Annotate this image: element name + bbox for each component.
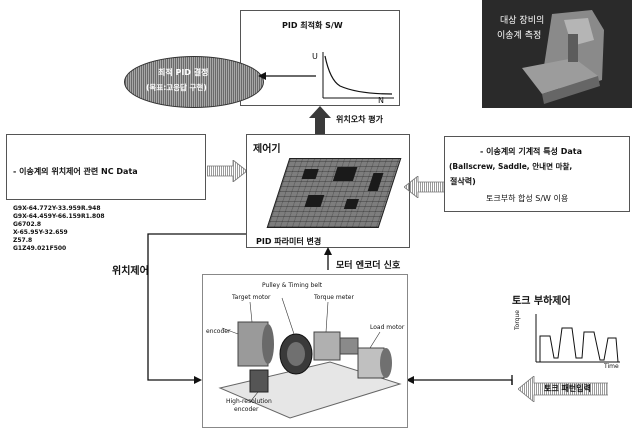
pulley-label: Pulley & Timing belt bbox=[262, 282, 322, 290]
torque-pattern-label: 토크 패턴입력 bbox=[544, 383, 591, 394]
torque-meter-label: Torque meter bbox=[314, 294, 354, 302]
motor-encoder-signal-label: 모터 엔코더 신호 bbox=[336, 258, 400, 271]
torque-ylabel: Torque bbox=[514, 310, 522, 330]
load-motor-label: Load motor bbox=[370, 324, 404, 332]
hr-encoder-label-1: High-resolution bbox=[226, 398, 272, 406]
position-control-label: 위치제어 bbox=[112, 262, 149, 277]
hr-encoder-label-2: encoder bbox=[234, 406, 258, 414]
torque-xlabel: Time bbox=[604, 363, 619, 371]
torque-pattern-graph bbox=[528, 310, 624, 370]
target-motor-label: Target motor bbox=[232, 294, 270, 302]
torque-control-title: 토크 부하제어 bbox=[512, 292, 571, 307]
encoder-left-label: encoder bbox=[206, 328, 230, 336]
